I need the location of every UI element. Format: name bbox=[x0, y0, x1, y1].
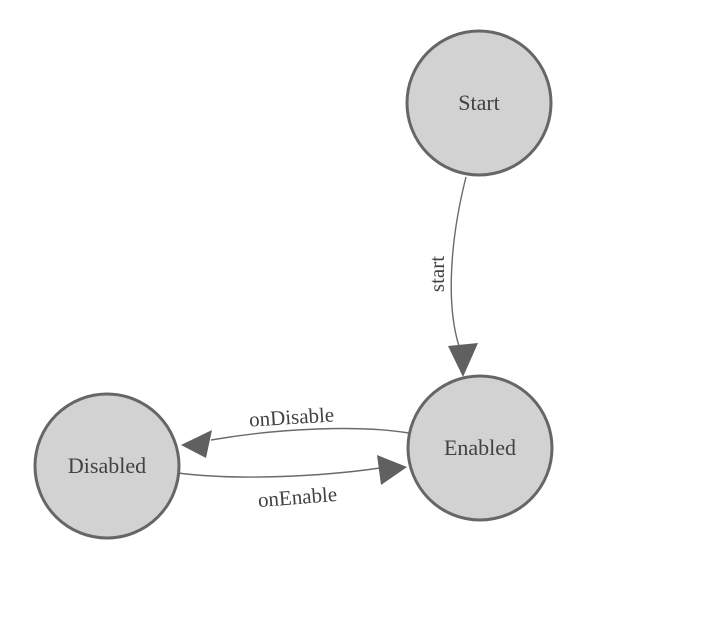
edge-group-start-to-enabled: start bbox=[425, 176, 478, 377]
edge-enabled-to-disabled bbox=[210, 427, 410, 441]
edge-disabled-to-enabled bbox=[177, 467, 381, 478]
edge-group-enabled-to-disabled: onDisable bbox=[181, 402, 410, 458]
state-label-start: Start bbox=[458, 90, 500, 115]
state-node-disabled[interactable]: Disabled bbox=[33, 392, 181, 540]
edge-label-on-disable: onDisable bbox=[248, 402, 334, 431]
arrowhead-start-to-enabled bbox=[448, 343, 478, 377]
state-label-enabled: Enabled bbox=[444, 435, 516, 460]
state-node-enabled[interactable]: Enabled bbox=[406, 374, 554, 522]
state-label-disabled: Disabled bbox=[68, 453, 146, 478]
state-circle-enabled[interactable] bbox=[406, 374, 554, 522]
state-node-start[interactable]: Start bbox=[405, 29, 553, 177]
state-circle-disabled[interactable] bbox=[33, 392, 181, 540]
edge-group-disabled-to-enabled: onEnable bbox=[177, 455, 407, 512]
arrowhead-disabled-to-enabled bbox=[377, 455, 407, 485]
state-circle-start[interactable] bbox=[405, 29, 553, 177]
edge-start-to-enabled bbox=[450, 176, 467, 347]
edge-label-start: start bbox=[425, 256, 449, 292]
edge-label-on-enable: onEnable bbox=[257, 482, 338, 512]
arrowhead-enabled-to-disabled bbox=[181, 430, 212, 458]
